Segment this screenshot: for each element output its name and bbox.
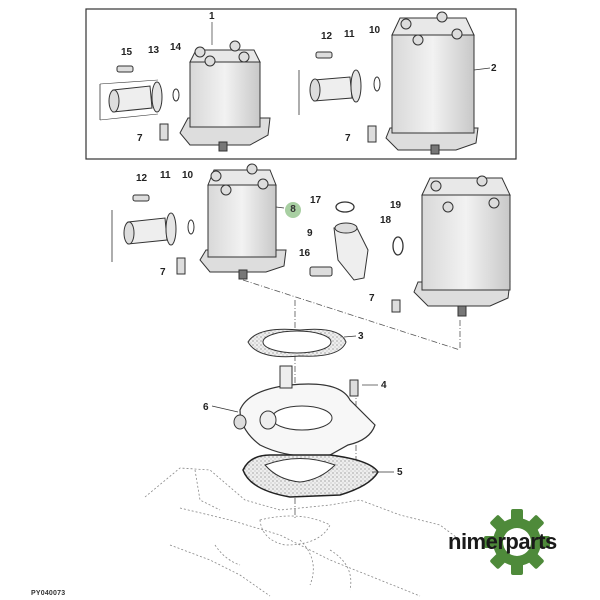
callout-10[interactable]: 10	[369, 25, 381, 36]
callout-9[interactable]: 9	[307, 228, 313, 239]
fitting-11b	[123, 194, 195, 246]
callout-15[interactable]: 15	[121, 47, 133, 58]
pump-8	[199, 163, 287, 280]
callout-19[interactable]: 19	[390, 200, 402, 211]
callout-4[interactable]: 4	[381, 380, 387, 391]
callout-8-highlighted[interactable]: 8	[285, 202, 301, 218]
callout-13[interactable]: 13	[148, 45, 160, 56]
callout-7[interactable]: 7	[137, 133, 143, 144]
callout-12[interactable]: 12	[321, 31, 333, 42]
callout-11[interactable]: 11	[160, 170, 171, 181]
callout-12[interactable]: 12	[136, 173, 148, 184]
callout-7[interactable]: 7	[369, 293, 375, 304]
pump-1	[0, 0, 271, 300]
callout-1[interactable]: 1	[209, 11, 215, 22]
pump-19	[413, 175, 511, 317]
callout-7[interactable]: 7	[160, 267, 166, 278]
callout-17[interactable]: 17	[310, 195, 322, 206]
callout-10[interactable]: 10	[182, 170, 194, 181]
callout-3[interactable]: 3	[358, 331, 364, 342]
callout-18[interactable]: 18	[380, 215, 392, 226]
fitting-11	[309, 51, 381, 103]
callout-6[interactable]: 6	[203, 402, 209, 413]
figure-id: PY040073	[31, 590, 66, 597]
adapter-housing-6	[233, 365, 376, 457]
elbow-9	[309, 201, 404, 281]
callout-7[interactable]: 7	[345, 133, 351, 144]
callout-11[interactable]: 11	[344, 29, 355, 40]
gear-icon	[484, 509, 550, 575]
logo-text: nimerparts	[448, 529, 557, 554]
callout-14[interactable]: 14	[170, 42, 182, 53]
nimerparts-logo: nimerparts	[440, 507, 590, 577]
callout-5[interactable]: 5	[397, 467, 403, 478]
fitting-13	[108, 65, 180, 113]
callout-2[interactable]: 2	[491, 63, 497, 74]
callout-16[interactable]: 16	[299, 248, 311, 259]
variant-frame	[85, 8, 517, 160]
pump-2	[385, 11, 479, 155]
